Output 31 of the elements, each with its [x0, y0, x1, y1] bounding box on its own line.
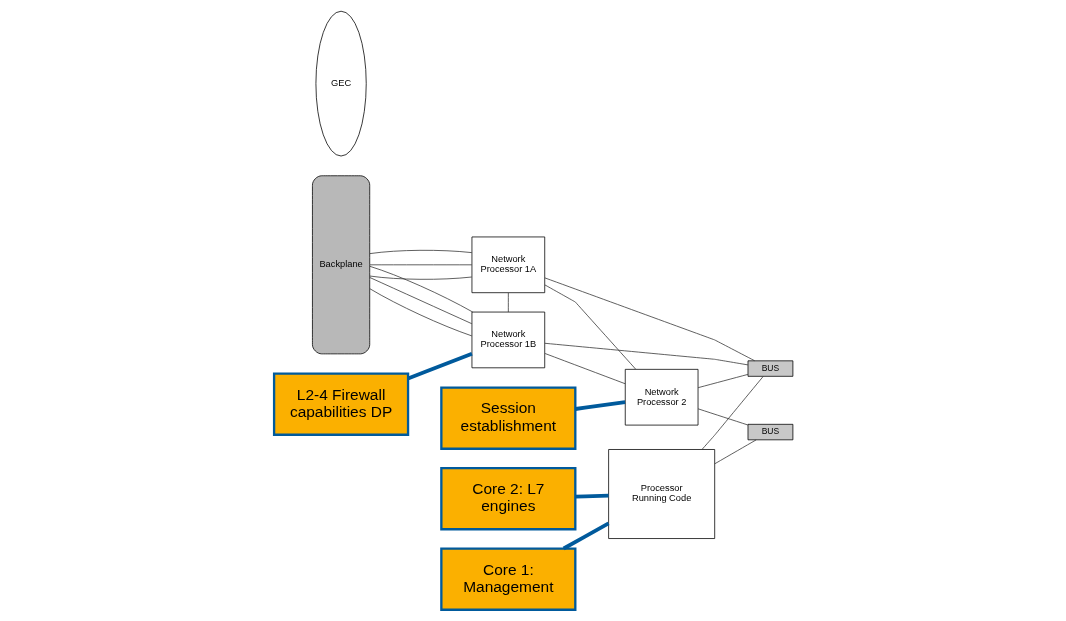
- connector: [369, 275, 472, 280]
- connector: [544, 342, 748, 366]
- node-box: BUS: [747, 360, 793, 377]
- connector: [369, 288, 472, 337]
- node-box: L2-4 Firewall capabilities DP: [272, 372, 409, 436]
- connector: [544, 284, 636, 370]
- connector: [697, 408, 748, 426]
- node-box: Network Processor 1A: [471, 236, 545, 294]
- connector: [507, 292, 509, 313]
- connector: [406, 351, 473, 381]
- node-box: Session establishment: [439, 386, 576, 450]
- connector: [369, 249, 472, 254]
- node-box: Core 2: L7 engines: [439, 466, 576, 531]
- connector: [701, 376, 764, 450]
- connector: [369, 277, 472, 325]
- node-box: Core 1: Management: [439, 547, 576, 611]
- connector: [574, 493, 609, 499]
- node-box: BUS: [747, 423, 793, 441]
- node-box: Network Processor 2: [624, 368, 698, 426]
- connector: [369, 265, 473, 313]
- node-box: Backplane: [311, 175, 370, 355]
- connector: [713, 439, 757, 465]
- connector: [544, 353, 626, 385]
- connector: [544, 277, 755, 362]
- connector: [697, 374, 748, 389]
- node-box: Processor Running Code: [607, 449, 715, 539]
- connector: [574, 400, 625, 411]
- connector: [562, 521, 609, 551]
- node-box: Network Processor 1B: [471, 311, 545, 369]
- node-ellipse: GEC: [315, 10, 367, 157]
- connector: [369, 264, 472, 266]
